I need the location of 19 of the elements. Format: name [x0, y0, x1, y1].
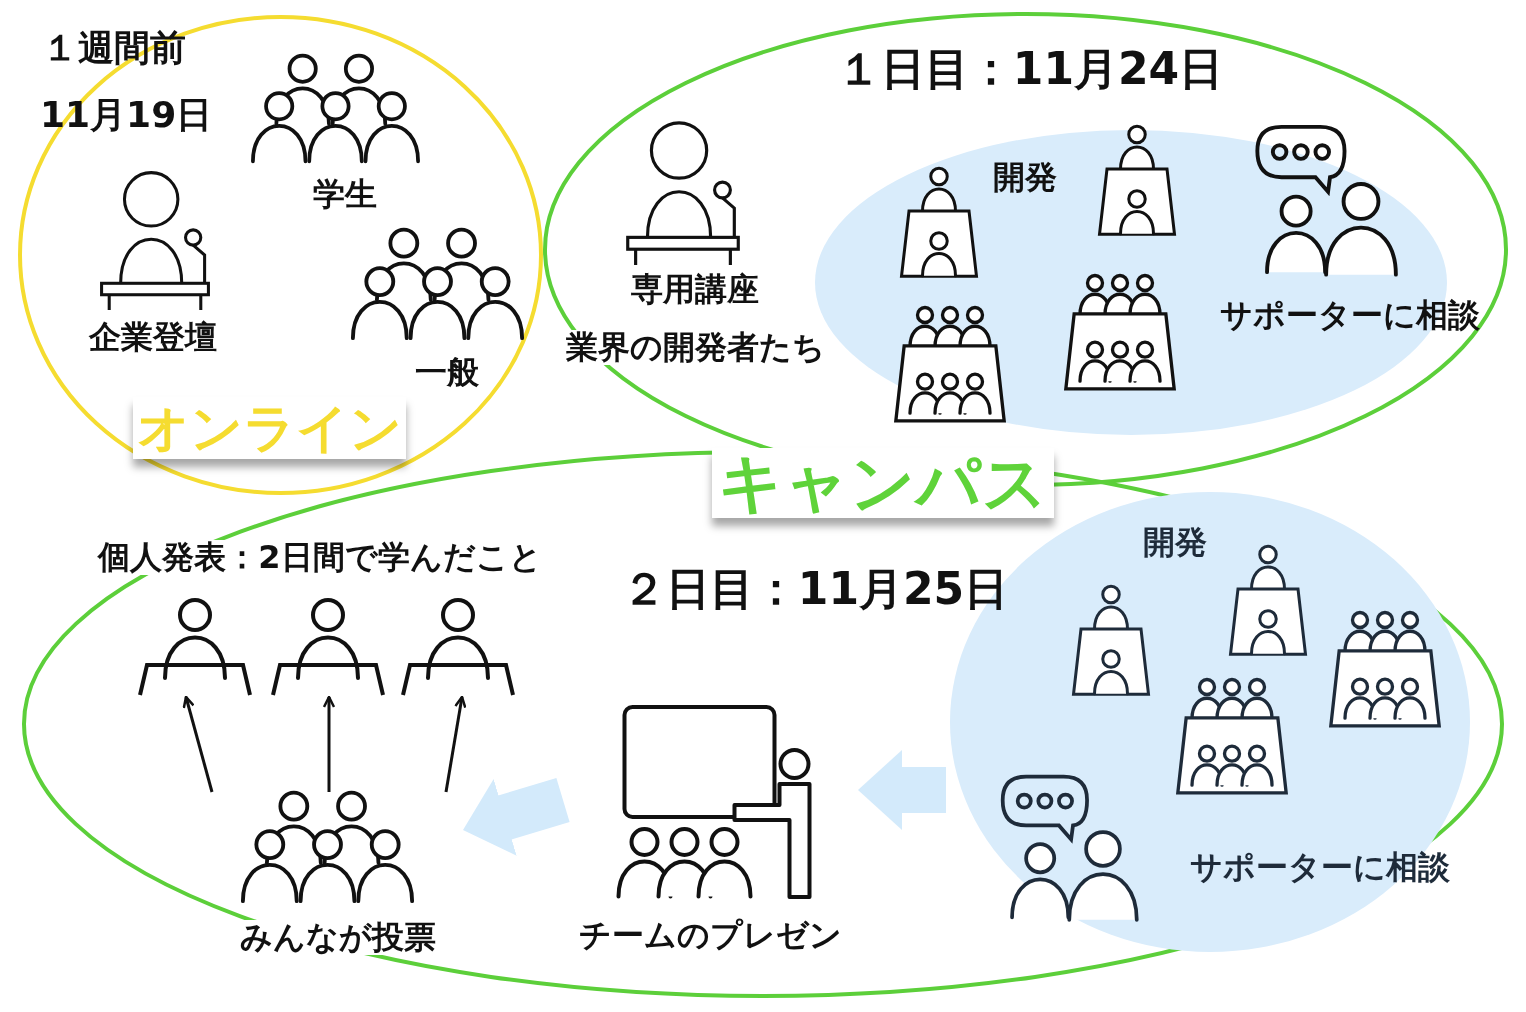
- icon-label: 一般: [415, 355, 479, 391]
- arrow: [322, 695, 336, 792]
- icon-label: みんなが投票: [240, 920, 436, 956]
- icon-label: 企業登壇: [89, 320, 217, 356]
- icon-label: 専用講座: [631, 272, 759, 308]
- arrow: [182, 695, 214, 793]
- region-title: キャンパス: [712, 448, 1054, 519]
- date-heading: ２日目：11月25日: [621, 565, 1009, 614]
- icon-label: サポーターに相談: [1190, 850, 1450, 886]
- arrow: [858, 750, 946, 830]
- area-label: 開発: [1143, 525, 1207, 561]
- icon-label: チームのプレゼン: [578, 918, 842, 954]
- arrow: [463, 777, 570, 856]
- region-title: オンライン: [133, 397, 406, 460]
- date-heading: １日目：11月24日: [836, 45, 1224, 94]
- icon-label: 学生: [313, 177, 377, 213]
- arrow: [444, 695, 467, 793]
- icon-label: サポーターに相談: [1220, 298, 1480, 334]
- area-label: 開発: [993, 160, 1057, 196]
